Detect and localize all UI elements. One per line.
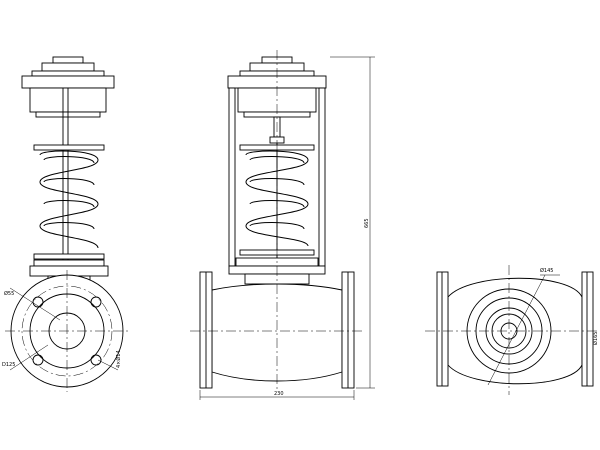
flange-outer-diameter-label: Ø165: [592, 332, 599, 345]
left-spring: [39, 150, 99, 249]
left-view: Ø55 D125 4×Ø14: [2, 56, 128, 392]
flange-diameter-label: D125: [2, 362, 15, 368]
overall-height-label: 665: [364, 218, 370, 228]
left-flange: [5, 270, 128, 392]
front-view: [190, 50, 375, 400]
face-to-face-label: 230: [274, 391, 284, 397]
bolt-circle-label: Ø55: [4, 290, 14, 297]
bolt-holes-label: 4×Ø14: [115, 350, 122, 368]
side-view: [425, 265, 600, 395]
port-diameter-label: Ø145: [540, 267, 553, 274]
